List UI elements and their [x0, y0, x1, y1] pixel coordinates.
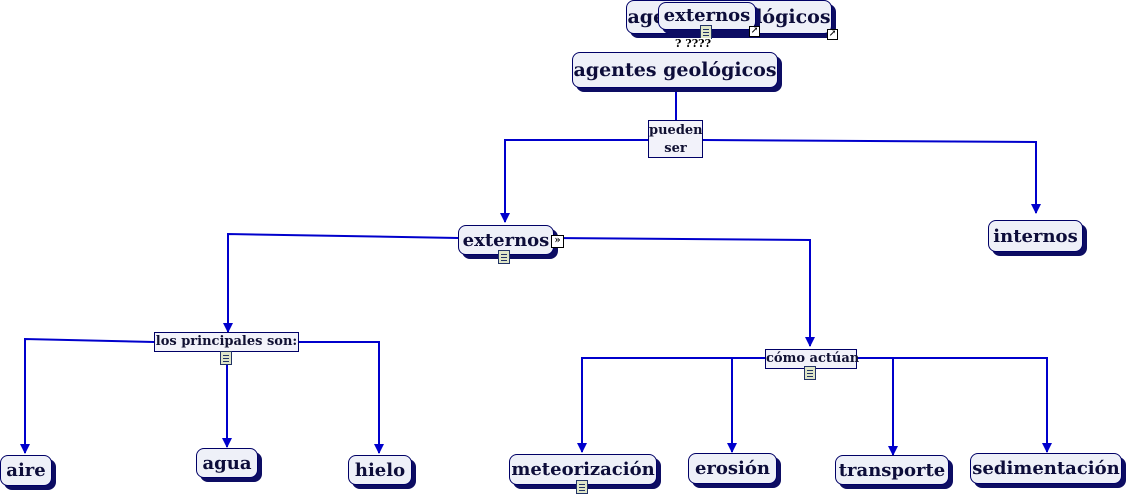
- line-como-sedimentacion: [857, 357, 1052, 453]
- shortcut-arrow-icon[interactable]: ↗: [749, 26, 760, 37]
- line-como-meteorizacion: [577, 357, 765, 453]
- concept-label: externos: [462, 229, 550, 251]
- link-label: cómo actúan: [766, 351, 860, 366]
- concept-label: hielo: [354, 459, 406, 481]
- line-pueden-externos: [500, 139, 648, 223]
- concept-label: sedimentación: [972, 458, 1120, 479]
- document-icon[interactable]: [220, 351, 232, 365]
- concept-agentes-geologicos[interactable]: agentes geológicos: [572, 52, 778, 88]
- concept-transporte[interactable]: transporte: [835, 455, 949, 485]
- concept-label: internos: [993, 225, 1078, 247]
- line-principales-hielo: [299, 341, 384, 454]
- line-como-erosion: [727, 357, 765, 453]
- line-como-transporte: [857, 357, 898, 456]
- concept-label: erosión: [694, 458, 770, 479]
- concept-label: agua: [202, 452, 252, 474]
- concept-label: transporte: [838, 459, 946, 481]
- concept-sedimentacion[interactable]: sedimentación: [970, 453, 1122, 484]
- concept-erosion[interactable]: erosión: [688, 453, 777, 484]
- link-los-principales-son[interactable]: los principales son:: [154, 332, 299, 352]
- link-pueden-ser[interactable]: pueden ser: [648, 120, 703, 158]
- line-externos-principales: [223, 232, 459, 333]
- concept-label: agentes geológicos: [573, 59, 777, 81]
- link-label: los principales son:: [155, 334, 298, 349]
- shortcut-arrow-icon[interactable]: ↗: [827, 29, 838, 40]
- concept-aire[interactable]: aire: [0, 455, 52, 486]
- concept-label: externos: [663, 5, 751, 26]
- line-pueden-internos: [702, 139, 1041, 214]
- link-como-actuan[interactable]: cómo actúan: [765, 349, 860, 369]
- concept-internos[interactable]: internos: [988, 220, 1083, 252]
- expand-icon[interactable]: »: [551, 235, 564, 248]
- concept-label: meteorización: [511, 459, 655, 480]
- document-icon[interactable]: [498, 250, 510, 264]
- concept-meteorizacion[interactable]: meteorización: [509, 454, 657, 485]
- link-label: ser: [664, 141, 687, 156]
- line-externos-como: [551, 237, 815, 347]
- unknown-resource-marks: ? ????: [675, 37, 712, 50]
- concept-hielo[interactable]: hielo: [348, 455, 412, 485]
- concept-externos[interactable]: externos: [458, 225, 554, 255]
- document-icon[interactable]: [576, 480, 588, 494]
- concept-label: aire: [6, 460, 46, 481]
- concept-agua[interactable]: agua: [196, 448, 258, 478]
- document-icon[interactable]: [804, 366, 816, 380]
- line-principales-aire: [20, 337, 155, 454]
- link-label: pueden: [649, 123, 703, 138]
